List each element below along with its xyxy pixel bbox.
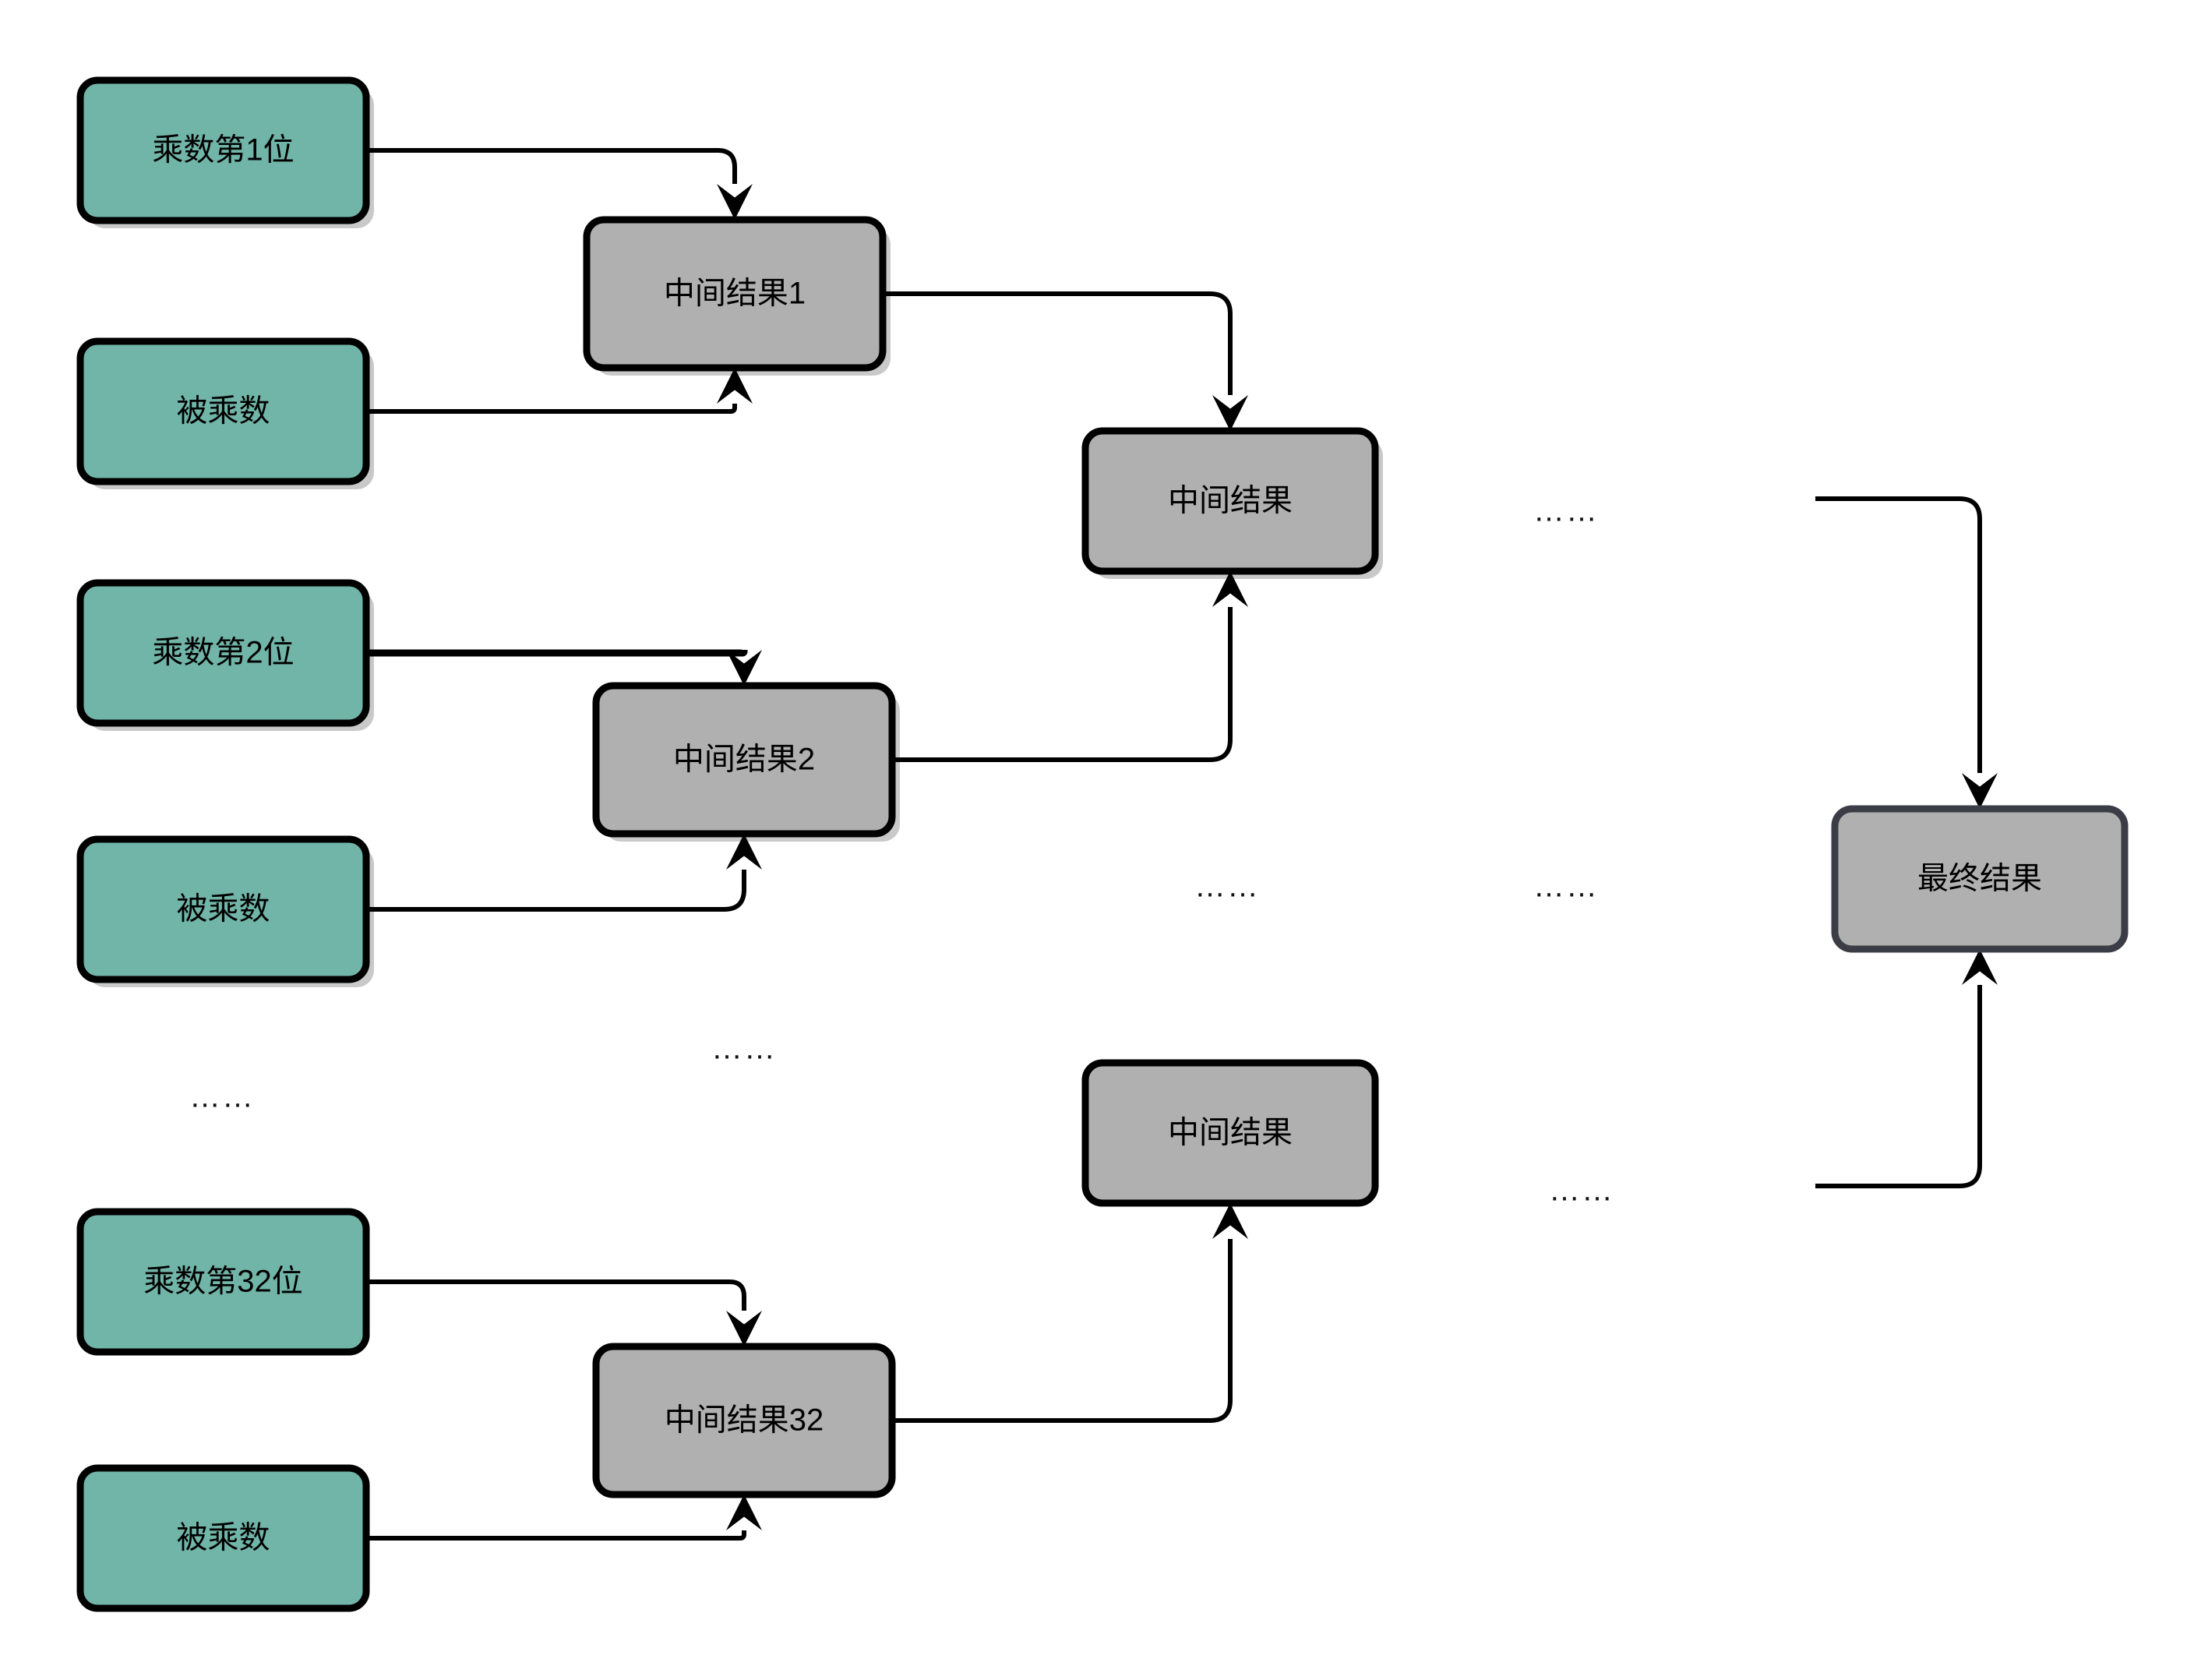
ellipsis-ell-far-left: …… <box>189 1080 255 1114</box>
node-partial-1[interactable]: 中间结果1 <box>583 216 887 372</box>
node-label: 乘数第2位 <box>152 636 294 670</box>
edge-arrowhead <box>726 1495 762 1530</box>
node-label: 中间结果1 <box>664 277 806 311</box>
edge-e-bit1-to-p1 <box>366 148 753 220</box>
edge-e-botfeed-final <box>1815 949 1998 1188</box>
ellipsis-ell-center: …… <box>711 1032 777 1066</box>
node-label: 被乘数 <box>177 394 270 429</box>
node-box[interactable] <box>1081 427 1379 575</box>
edge-e-p32-to-sumlow <box>892 1203 1248 1423</box>
node-layer: 乘数第1位被乘数乘数第2位被乘数乘数第32位被乘数中间结果1中间结果2中间结果3… <box>76 76 2129 1612</box>
edge-arrowhead <box>726 834 762 870</box>
edge-line <box>1815 496 1982 773</box>
node-partial-2[interactable]: 中间结果2 <box>592 682 896 838</box>
edge-arrowhead <box>1212 1203 1248 1239</box>
node-box[interactable] <box>76 835 370 983</box>
edge-e-p1-to-sumup <box>883 291 1248 431</box>
node-partial-32[interactable]: 中间结果32 <box>592 1343 896 1498</box>
node-mcand-1[interactable]: 被乘数 <box>76 337 370 485</box>
node-box[interactable] <box>1831 805 2129 953</box>
node-mcand-32[interactable]: 被乘数 <box>76 1464 370 1612</box>
edge-line <box>892 607 1233 762</box>
edge-arrowhead <box>1212 395 1248 431</box>
node-mul-bit-32[interactable]: 乘数第32位 <box>76 1208 370 1356</box>
node-label: 被乘数 <box>177 1521 270 1555</box>
node-box[interactable] <box>583 216 887 372</box>
node-label: 被乘数 <box>177 892 270 926</box>
edge-line <box>892 1239 1233 1423</box>
edge-arrowhead <box>726 1311 762 1346</box>
edge-e-bit32-to-p32 <box>366 1279 762 1346</box>
node-box[interactable] <box>76 579 370 727</box>
node-label: 中间结果 <box>1168 484 1293 518</box>
node-box[interactable] <box>76 1464 370 1612</box>
node-label: 乘数第1位 <box>152 133 294 168</box>
edge-e-bit2-to-p2 <box>366 648 762 686</box>
edge-line <box>366 148 737 184</box>
node-sum-lower[interactable]: 中间结果 <box>1081 1059 1379 1207</box>
edge-e-mcand2-to-p2 <box>366 834 762 912</box>
node-label: 中间结果2 <box>673 743 815 777</box>
edge-layer <box>366 148 1998 1541</box>
ellipsis-ell-top-right: …… <box>1533 494 1599 528</box>
node-mul-bit-1[interactable]: 乘数第1位 <box>76 76 370 224</box>
edge-arrowhead <box>1212 571 1248 607</box>
edge-line <box>366 1530 746 1541</box>
node-mul-bit-2[interactable]: 乘数第2位 <box>76 579 370 727</box>
node-final[interactable]: 最终结果 <box>1831 805 2129 953</box>
ellipsis-ell-bottom-right: …… <box>1549 1174 1614 1208</box>
edge-line <box>366 404 737 414</box>
node-sum-upper[interactable]: 中间结果 <box>1081 427 1379 575</box>
node-mcand-2[interactable]: 被乘数 <box>76 835 370 983</box>
edge-e-topfeed-final <box>1815 496 1998 809</box>
edge-e-mcand1-to-p1 <box>366 368 753 414</box>
edge-line <box>366 648 748 657</box>
node-box[interactable] <box>76 76 370 224</box>
edge-line <box>366 1279 746 1311</box>
node-box[interactable] <box>592 682 896 838</box>
node-label: 中间结果32 <box>665 1403 824 1438</box>
node-label: 乘数第32位 <box>143 1265 303 1299</box>
ellipsis-ell-mid-left: …… <box>1194 870 1260 904</box>
edge-arrowhead <box>1962 773 1998 809</box>
ellipsis-ell-mid-right: …… <box>1533 870 1599 904</box>
node-box[interactable] <box>76 1208 370 1356</box>
edge-arrowhead <box>1962 949 1998 985</box>
edge-arrowhead <box>717 184 753 220</box>
edge-line <box>366 870 746 912</box>
node-box[interactable] <box>592 1343 896 1498</box>
edge-e-p2-to-sumup <box>892 571 1248 762</box>
node-box[interactable] <box>76 337 370 485</box>
node-box[interactable] <box>1081 1059 1379 1207</box>
edge-e-mcand32-to-p32 <box>366 1495 762 1541</box>
edge-arrowhead <box>717 368 753 404</box>
edge-line <box>1815 985 1982 1188</box>
edge-arrowhead <box>726 650 762 686</box>
ellipsis-layer: …… …… …… …… …… …… <box>189 494 1614 1208</box>
node-label: 中间结果 <box>1168 1116 1293 1150</box>
edge-line <box>883 291 1233 395</box>
node-label: 最终结果 <box>1917 862 2042 896</box>
